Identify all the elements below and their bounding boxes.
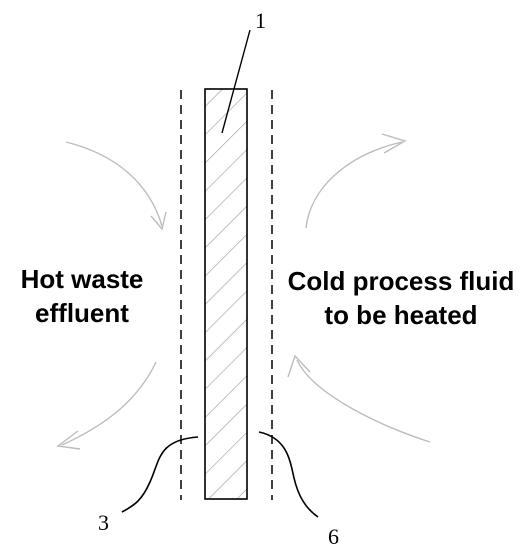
hot-side-label-line-2: effluent xyxy=(35,298,129,328)
hatched-plate xyxy=(204,88,248,500)
cold-side-label-line-2: to be heated xyxy=(324,300,478,330)
cold-side-label: Cold process fluid to be heated xyxy=(282,264,520,332)
leader-line-left-boundary xyxy=(121,436,199,513)
callout-right-boundary: 6 xyxy=(328,524,339,549)
callout-left-boundary: 3 xyxy=(98,510,109,535)
flow-arrow-hot-outlet xyxy=(56,361,157,450)
flow-arrow-cold-inlet xyxy=(287,354,431,443)
leader-line-right-boundary xyxy=(258,431,319,518)
cold-side-label-line-1: Cold process fluid xyxy=(287,266,515,296)
flow-arrow-hot-inlet xyxy=(65,141,167,231)
hot-side-label: Hot waste effluent xyxy=(4,262,160,330)
flow-arrow-cold-outlet xyxy=(305,133,407,229)
hot-side-label-line-1: Hot waste xyxy=(20,264,144,294)
leader-line-plate xyxy=(221,29,251,134)
callout-plate: 1 xyxy=(255,8,266,33)
